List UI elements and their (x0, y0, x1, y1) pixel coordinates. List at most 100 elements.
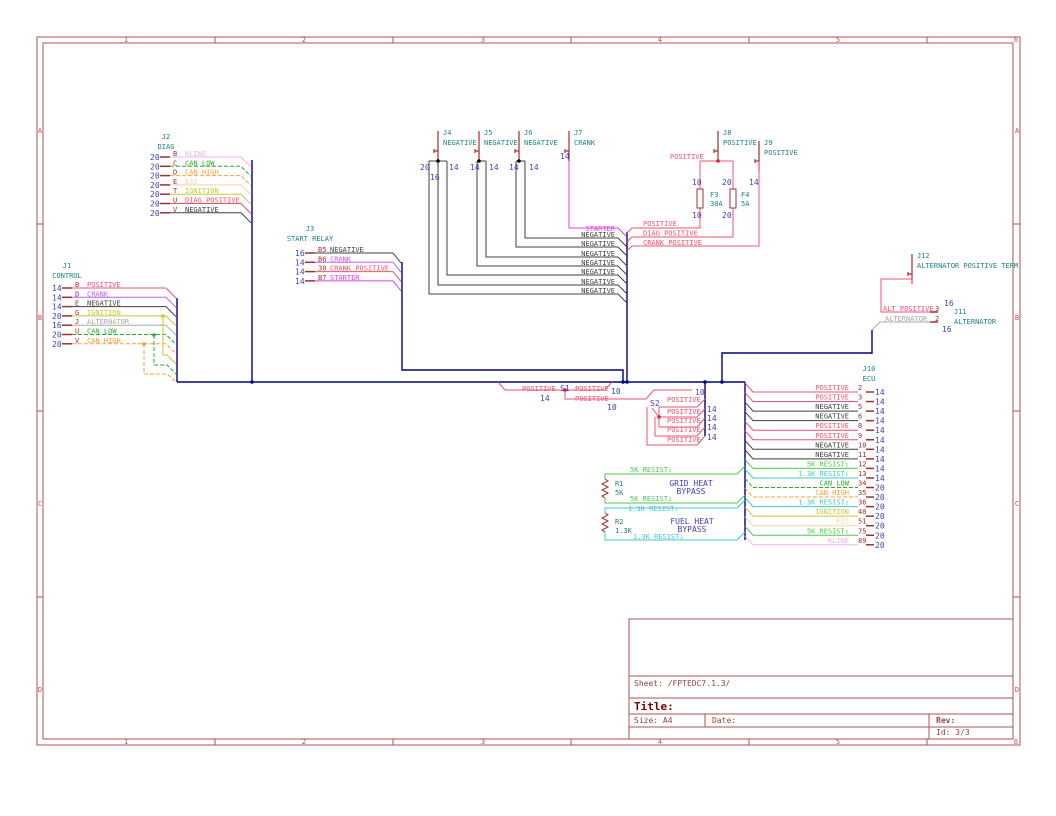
pin-number: 89 (858, 537, 866, 545)
net-wire (72, 324, 177, 336)
pin-number: 40 (858, 508, 866, 516)
pin-number: B5 (318, 246, 326, 254)
wire-gauge: 16 (944, 299, 954, 308)
pin-number: U (173, 197, 177, 205)
wire-gauge: 14 (707, 433, 717, 442)
pin-number: 3 (858, 394, 862, 402)
s1-lower-wire (564, 389, 692, 400)
wire-gauge: 14 (875, 426, 885, 435)
wire-gauge: 10 (611, 387, 621, 396)
resistor-label: FUEL HEAT (670, 517, 714, 526)
junction-dot (152, 333, 156, 337)
ecu-net-wire (744, 535, 858, 546)
junction-dot (657, 415, 661, 419)
net-label: ALTERNATOR (87, 318, 130, 326)
negative-wire (485, 161, 628, 267)
net-label: NEGATIVE (581, 268, 615, 276)
net-label: ESS (185, 178, 198, 186)
wire-gauge: 14 (52, 303, 62, 312)
alternator-bus (721, 330, 873, 382)
s2-wire (646, 407, 706, 446)
wire-gauge: 20 (875, 484, 885, 493)
wire-gauge: 14 (529, 163, 539, 172)
wire-gauge: 10 (692, 211, 702, 220)
s1-wire (497, 381, 613, 391)
net-label: KLINE (185, 150, 206, 158)
net-label: 5K RESIST₂ (807, 527, 849, 535)
pin-number: 11 (858, 451, 866, 459)
column-marker: 5 (836, 36, 840, 44)
pin-number: 34 (858, 480, 866, 488)
pin-number: 2 (858, 384, 862, 392)
pin-number: 35 (858, 489, 866, 497)
fuse-ref: F3 (710, 191, 718, 199)
wire-gauge: 20 (722, 211, 732, 220)
net-label: NEGATIVE (815, 403, 849, 411)
terminal-icon (564, 131, 570, 161)
pin-number: J (75, 318, 79, 326)
fuse-f3-icon (696, 188, 704, 209)
pin-number: 10 (858, 441, 866, 449)
column-marker: 1 (124, 36, 128, 44)
ecu-net-wire (744, 487, 858, 498)
ecu-net-wire (744, 430, 858, 441)
net-label: NEGATIVE (581, 287, 615, 295)
pin-number: 3 (935, 305, 939, 313)
j9-wire (626, 161, 760, 252)
pin-number: 8 (858, 422, 862, 430)
wire-gauge: 14 (875, 407, 885, 416)
resistor-label: BYPASS (678, 525, 707, 534)
wire-gauge: 20 (875, 531, 885, 540)
sheet-id: Id: 3/3 (936, 728, 970, 737)
s2-wire (651, 407, 660, 418)
resistor-ref: R1 (615, 480, 623, 488)
wire-gauge: 20 (52, 331, 62, 340)
net-label: IGNITION (815, 508, 849, 516)
net-label: 1.3K RESIST₁ (798, 470, 849, 478)
net-label: NEGATIVE (581, 231, 615, 239)
pin-number: 51 (858, 518, 866, 526)
pin-number: D (173, 169, 177, 177)
net-wire (315, 261, 402, 273)
rev-label: Rev: (936, 716, 955, 725)
pin-number: 13 (858, 470, 866, 478)
s2-wire (659, 408, 706, 418)
net-label: CRANK (330, 255, 352, 263)
fuse-f4-icon (729, 188, 737, 209)
junction-dot (563, 388, 567, 392)
pin-number: 6 (858, 413, 862, 421)
resistor-r1-icon (600, 478, 610, 499)
date-label: Date: (712, 716, 736, 725)
wire-gauge: 20 (150, 200, 160, 209)
terminal-ref: J6 (524, 129, 532, 137)
pin-number: V (75, 337, 80, 345)
pin-number: 5 (858, 403, 862, 411)
ecu-net-wire (744, 459, 858, 469)
pin-number: B (75, 281, 79, 289)
wire-gauge: 14 (875, 474, 885, 483)
wire-gauge: 14 (295, 258, 305, 267)
wire-gauge: 14 (875, 445, 885, 454)
pin-number: C (173, 159, 177, 167)
wire-gauge: 20 (722, 178, 732, 187)
resistor-r2-icon (600, 512, 610, 533)
net-wire (170, 193, 252, 205)
net-label: POSITIVE (643, 220, 677, 228)
junction-dot (161, 314, 165, 318)
title-label: Title: (634, 700, 674, 713)
wire-gauge: 14 (560, 152, 570, 161)
net-label: STARTER (330, 274, 360, 282)
row-marker: B (38, 314, 42, 322)
j3-bus (401, 262, 624, 382)
j2-ref: J2 (162, 133, 170, 141)
net-wire (170, 156, 252, 168)
wire-gauge: 14 (875, 398, 885, 407)
fuse-ref: F4 (741, 191, 749, 199)
net-wire (170, 212, 252, 224)
net-wire (170, 203, 252, 214)
j11-name: ALTERNATOR (954, 318, 997, 326)
net-label: POSITIVE (667, 426, 701, 434)
wire-gauge: 16 (295, 249, 305, 258)
ecu-net-wire (744, 411, 858, 422)
ecu-net-wire (744, 525, 858, 536)
